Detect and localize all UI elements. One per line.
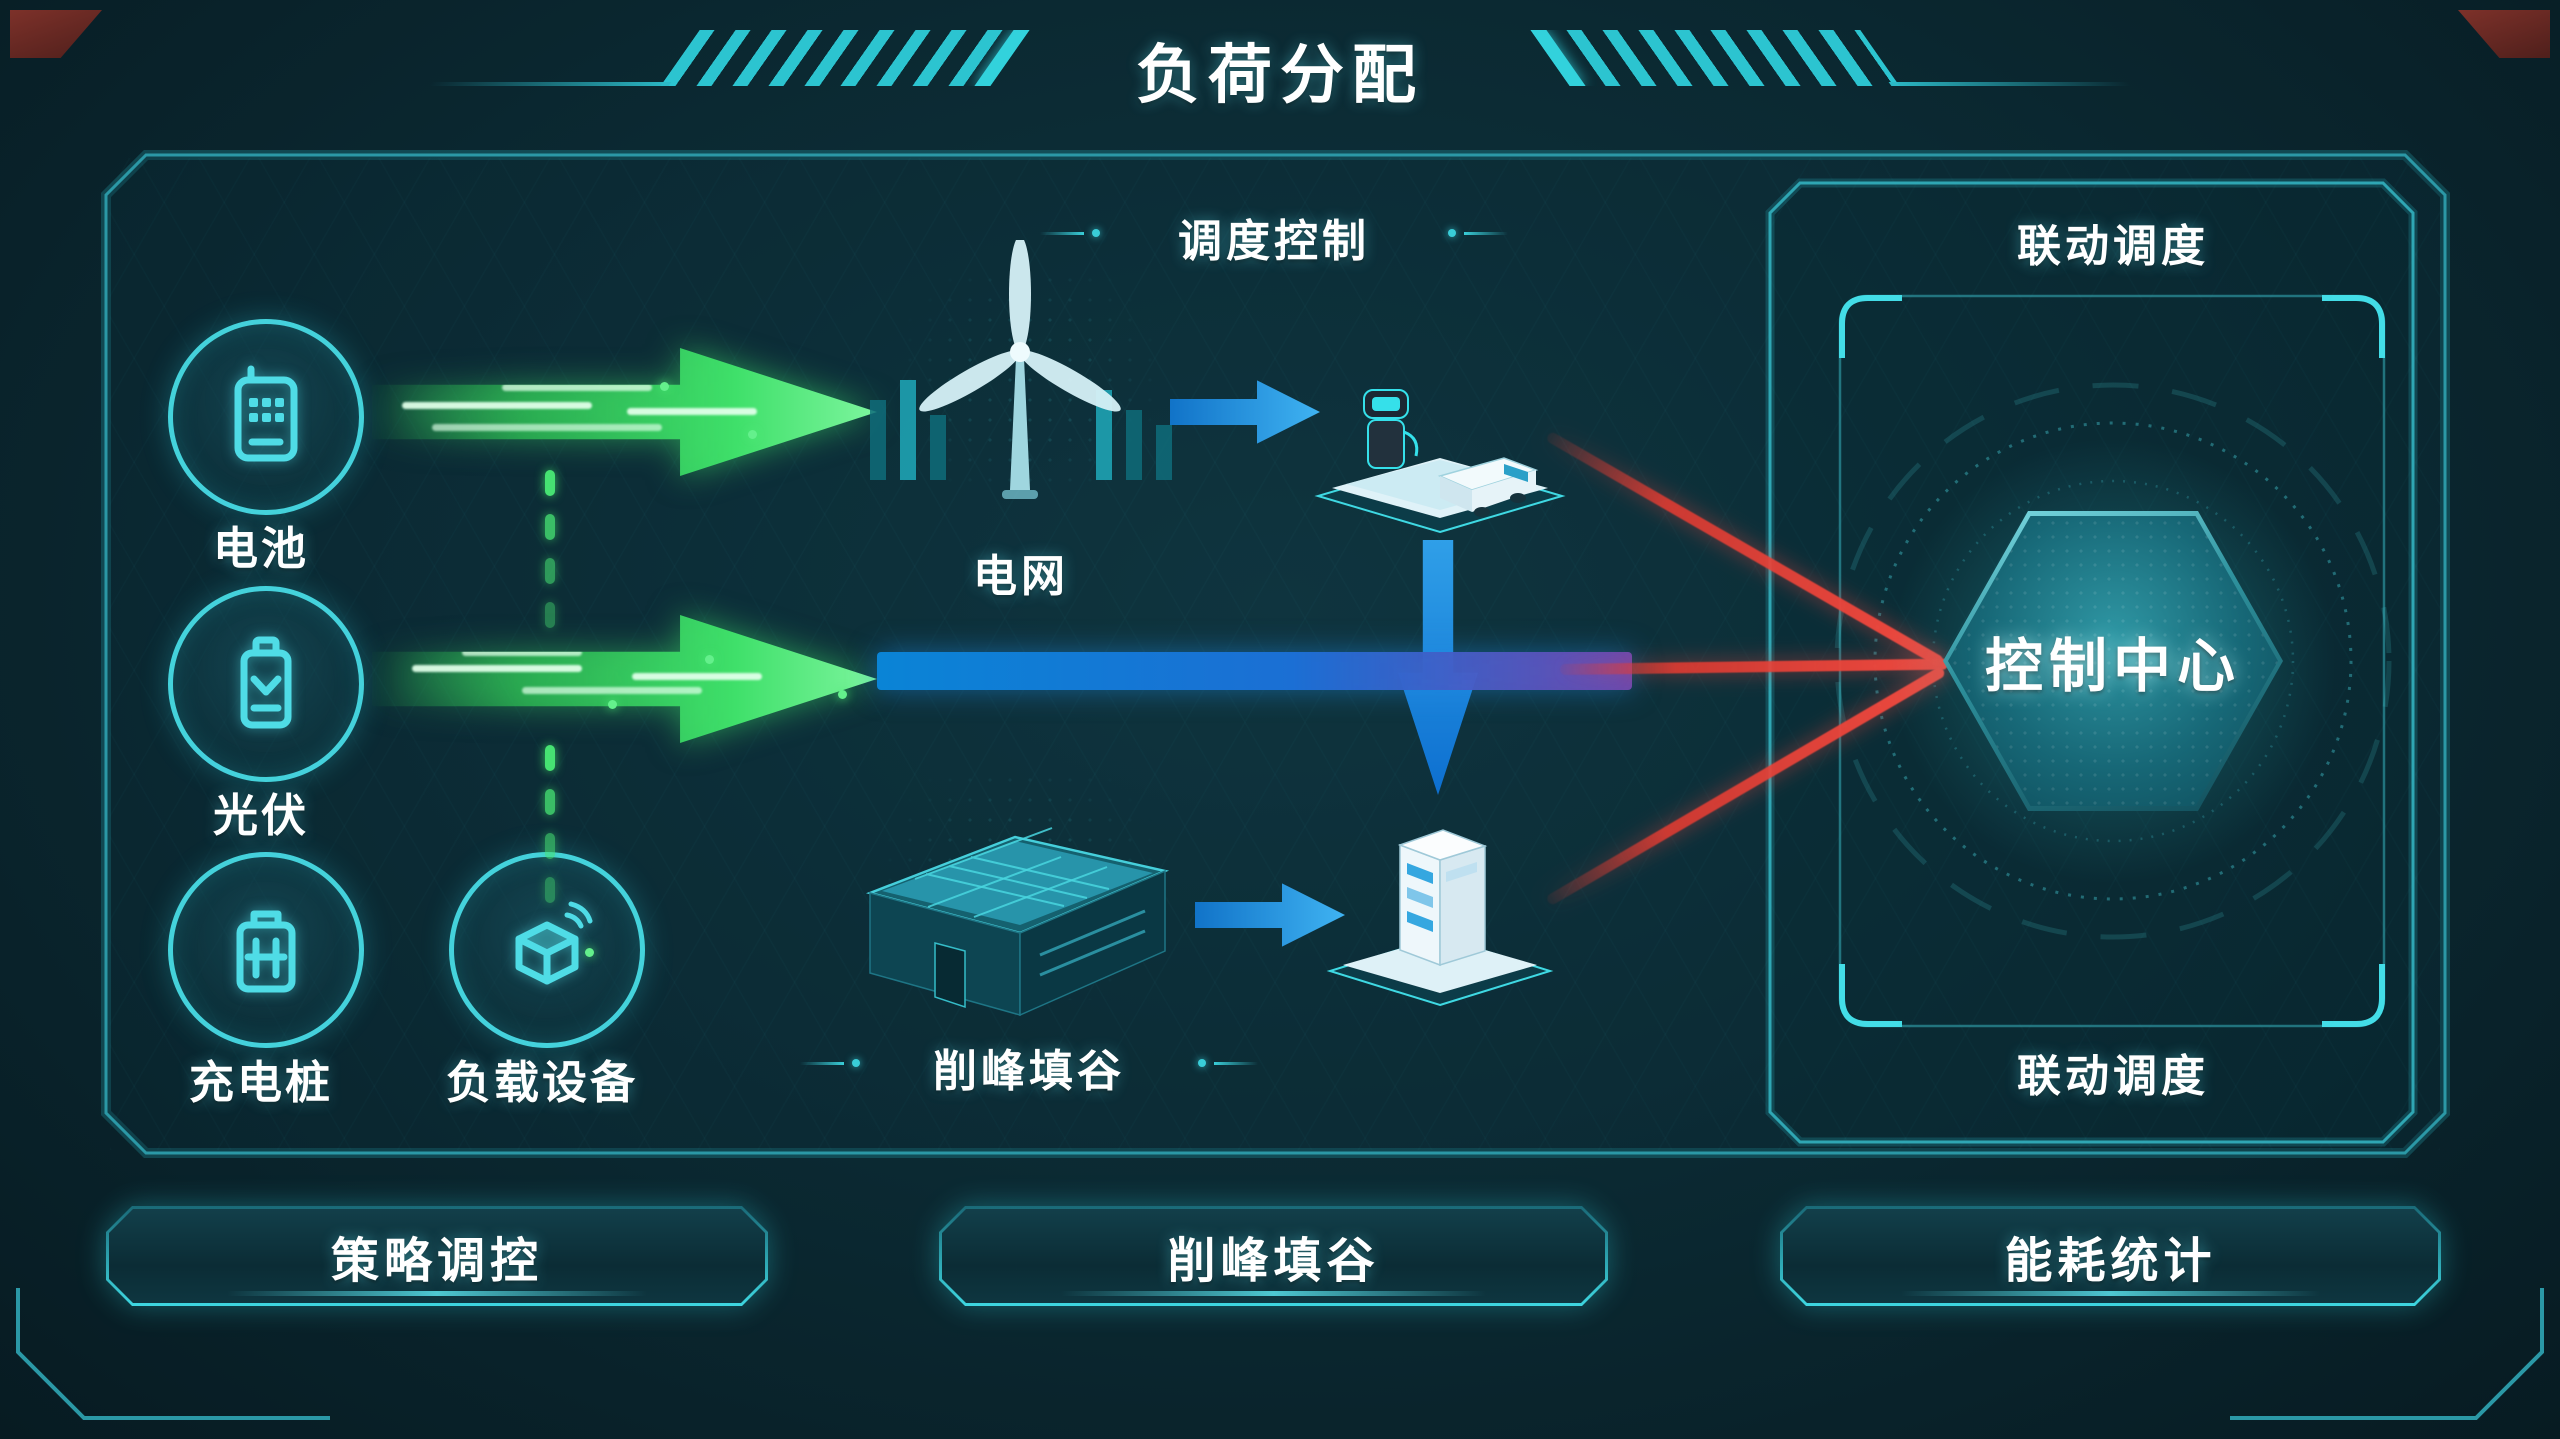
header-stripe-right-decoration xyxy=(1530,30,1900,86)
header-line-right-decoration xyxy=(1888,82,2132,86)
server-icon[interactable] xyxy=(1315,760,1565,1010)
page-title: 负荷分配 xyxy=(1136,39,1424,113)
green-particle-dot xyxy=(585,948,594,957)
header-stripe-left-decoration xyxy=(660,30,1030,86)
label-dot-decoration xyxy=(852,1059,860,1067)
source-label-charging-pile: 充电桩 xyxy=(188,1056,333,1109)
green-particle-trail-upper xyxy=(545,470,555,628)
linkage-dispatch-label-top: 联动调度 xyxy=(2017,221,2209,272)
label-dash-decoration xyxy=(1464,232,1508,235)
label-dot-decoration xyxy=(1198,1059,1206,1067)
red-link-beam-lower xyxy=(1545,665,1947,907)
blue-beam-to-control-center xyxy=(877,652,1632,690)
label-dot-decoration xyxy=(1092,229,1100,237)
source-node-charging-pile[interactable] xyxy=(168,852,364,1048)
robot-station-icon[interactable] xyxy=(1290,300,1590,535)
green-particle-trail-lower xyxy=(545,745,555,903)
green-particle-dot xyxy=(705,655,714,664)
strategy-control-button-label: 策略调控 xyxy=(330,1233,543,1289)
pv-battery-icon xyxy=(240,636,292,729)
source-label-load-device: 负载设备 xyxy=(445,1056,638,1109)
peak-shaving-label: 削峰填谷 xyxy=(933,1046,1125,1097)
green-flow-arrow-top xyxy=(372,332,877,492)
label-dot-decoration xyxy=(1448,229,1456,237)
source-node-battery[interactable] xyxy=(168,319,364,515)
battery-icon xyxy=(234,365,298,462)
source-label-pv: 光伏 xyxy=(212,789,309,842)
header-line-left-decoration xyxy=(428,82,672,86)
grid-label: 电网 xyxy=(973,551,1069,602)
green-particle-dot xyxy=(608,700,617,709)
red-link-beam-upper xyxy=(1545,430,1945,668)
source-label-battery: 电池 xyxy=(212,522,309,575)
energy-stats-button-label: 能耗统计 xyxy=(2004,1233,2217,1289)
green-particle-dot xyxy=(660,382,669,391)
source-node-pv[interactable] xyxy=(168,586,364,782)
label-dash-decoration xyxy=(1214,1062,1258,1065)
dispatch-control-label: 调度控制 xyxy=(1178,216,1370,267)
wind-turbine-icon[interactable] xyxy=(856,240,1186,570)
label-dash-decoration xyxy=(1040,232,1084,235)
peak-shaving-button[interactable]: 削峰填谷 xyxy=(939,1206,1608,1306)
label-dash-decoration xyxy=(800,1062,844,1065)
strategy-control-button[interactable]: 策略调控 xyxy=(106,1206,768,1306)
charging-pile-icon xyxy=(236,910,296,993)
green-flow-arrow-bottom xyxy=(372,599,877,759)
green-particle-dot xyxy=(748,430,757,439)
load-device-icon xyxy=(515,901,593,985)
factory-building-icon[interactable]: ? xyxy=(840,775,1180,1045)
green-particle-dot xyxy=(838,690,847,699)
peak-shaving-button-label: 削峰填谷 xyxy=(1167,1233,1380,1289)
control-center-label: 控制中心 xyxy=(1984,632,2241,700)
energy-stats-button[interactable]: 能耗统计 xyxy=(1780,1206,2441,1306)
linkage-dispatch-label-bottom: 联动调度 xyxy=(2017,1051,2209,1102)
